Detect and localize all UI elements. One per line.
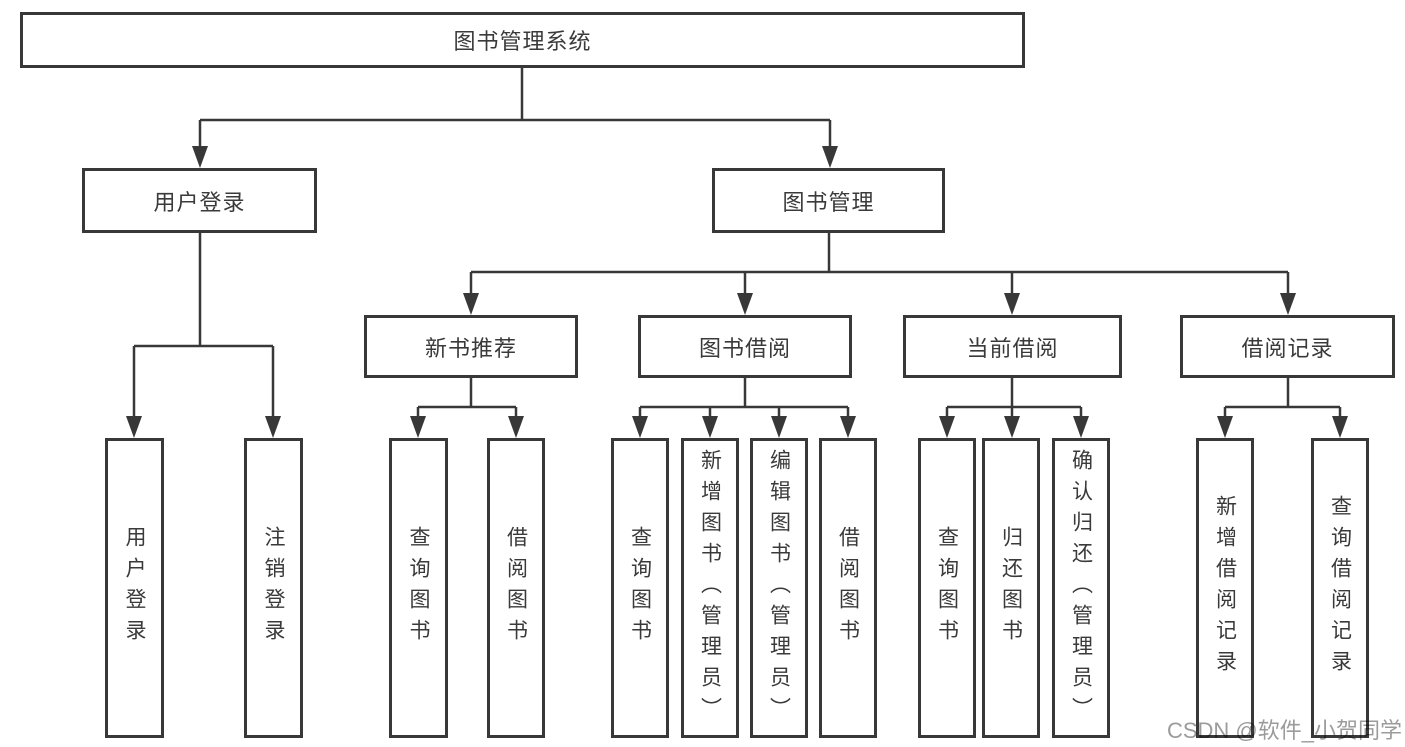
leaf-borrow-books-recommend: 借阅图书: [487, 438, 545, 738]
node-borrowing-records: 借阅记录: [1180, 315, 1395, 378]
leaf-query-books-borrow: 查询图书: [611, 438, 669, 738]
node-root-system: 图书管理系统: [20, 12, 1025, 68]
node-book-management-label: 图书管理: [782, 189, 875, 215]
leaf-return-books-label: 归还图书: [999, 526, 1023, 650]
leaf-query-books-recommend: 查询图书: [389, 438, 448, 738]
leaf-user-login: 用户登录: [105, 438, 164, 738]
leaf-query-borrow-record: 查询借阅记录: [1311, 438, 1369, 738]
leaf-borrow-books-recommend-label: 借阅图书: [504, 526, 528, 650]
node-new-book-recommend-label: 新书推荐: [424, 335, 517, 361]
leaf-borrow-books: 借阅图书: [819, 438, 877, 738]
leaf-confirm-return-admin: 确认归还（管理员）: [1052, 438, 1110, 738]
node-user-login-label: 用户登录: [153, 189, 246, 215]
node-current-borrowing: 当前借阅: [903, 315, 1122, 378]
leaf-confirm-return-admin-label: 确认归还（管理员）: [1069, 448, 1093, 728]
leaf-logout-label: 注销登录: [262, 526, 285, 650]
leaf-add-borrow-record-label: 新增借阅记录: [1213, 495, 1237, 681]
node-new-book-recommend: 新书推荐: [364, 315, 578, 378]
leaf-user-login-label: 用户登录: [123, 526, 146, 650]
node-book-borrowing-label: 图书借阅: [698, 335, 791, 361]
node-borrowing-records-label: 借阅记录: [1241, 335, 1334, 361]
leaf-query-books-borrow-label: 查询图书: [628, 526, 652, 650]
node-current-borrowing-label: 当前借阅: [966, 335, 1059, 361]
csdn-watermark: CSDN @软件_小贺同学: [1166, 718, 1402, 743]
leaf-borrow-books-label: 借阅图书: [836, 526, 860, 650]
leaf-return-books: 归还图书: [982, 438, 1040, 738]
node-user-login: 用户登录: [82, 168, 317, 233]
node-book-borrowing: 图书借阅: [638, 315, 852, 378]
node-book-management: 图书管理: [712, 168, 945, 233]
leaf-query-books-recommend-label: 查询图书: [407, 526, 430, 650]
leaf-edit-book-admin: 编辑图书（管理员）: [750, 438, 808, 738]
leaf-query-books-current: 查询图书: [918, 438, 976, 738]
leaf-add-borrow-record: 新增借阅记录: [1196, 438, 1254, 738]
leaf-add-book-admin-label: 新增图书（管理员）: [698, 448, 722, 728]
leaf-add-book-admin: 新增图书（管理员）: [681, 438, 739, 738]
node-root-label: 图书管理系统: [453, 29, 592, 54]
leaf-logout: 注销登录: [244, 438, 303, 738]
leaf-query-books-current-label: 查询图书: [935, 526, 959, 650]
leaf-edit-book-admin-label: 编辑图书（管理员）: [767, 448, 791, 728]
leaf-query-borrow-record-label: 查询借阅记录: [1328, 495, 1352, 681]
